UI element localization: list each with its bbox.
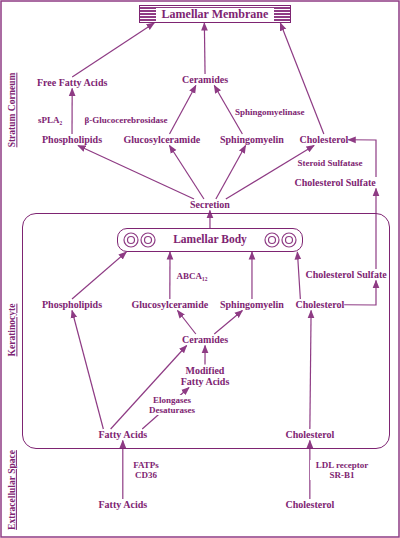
node-text: Lamellar Membrane: [156, 8, 275, 21]
lipid-node: Sphingomyelin: [220, 134, 284, 146]
flow-arrow: [72, 23, 154, 77]
node-text: Cholesterol Sulfate: [295, 177, 376, 189]
node-text: Lamellar Body: [173, 233, 247, 246]
node-text: Cholesterol: [296, 299, 345, 311]
region-label: Extracellular Space: [7, 450, 17, 530]
lipid-node: Cholesterol: [300, 134, 349, 146]
flow-arrow: [226, 146, 314, 200]
membrane-box: Lamellar Membrane: [139, 5, 291, 23]
vesicle-symbol: [282, 233, 296, 247]
lipid-node: Ceramides: [182, 334, 228, 346]
enzyme-label: Steroid Sulfatase: [297, 158, 364, 168]
node-text: Fatty Acids: [99, 429, 148, 441]
node-text: Free Fatty Acids: [37, 77, 107, 89]
flow-arrow: [169, 86, 195, 135]
node-text: Secretion: [190, 199, 230, 211]
enzyme-label: FATPs CD36: [127, 460, 165, 481]
cell-boundary: KeratinocyteLamellar BodyCholesterol Sul…: [22, 213, 390, 449]
node-text: Ceramides: [182, 74, 228, 86]
enzyme-label: LDL receptor SR-B1: [310, 460, 374, 481]
process-step: Secretion: [190, 199, 230, 211]
flow-arrow: [177, 311, 195, 335]
lipid-node: Phospholipids: [42, 134, 102, 146]
node-text: Modified Fatty Acids: [173, 365, 237, 388]
vesicle-symbol: [269, 237, 276, 244]
enzyme-label: Sphingomyelinase: [234, 107, 306, 117]
node-text: Cholesterol Sulfate: [306, 269, 387, 281]
region-label: Keratinocyte: [7, 304, 17, 357]
node-text: Glucosylceramide: [132, 299, 209, 311]
lipid-node: Cholesterol: [296, 299, 345, 311]
vesicle-symbol: [265, 233, 279, 247]
flow-arrow: [375, 189, 376, 270]
node-text: Sphingomyelin: [220, 299, 284, 311]
node-text: Phospholipids: [42, 134, 102, 146]
organelle-box: Lamellar Body: [117, 228, 303, 252]
flow-arrow: [122, 441, 123, 500]
vesicle-symbol: [128, 237, 135, 244]
node-text: Phospholipids: [42, 299, 102, 311]
flow-arrow: [297, 252, 300, 299]
lipid-node: Glucosylceramide: [124, 134, 201, 146]
flow-arrow: [280, 23, 323, 134]
flow-arrow: [214, 311, 242, 335]
enzyme-label: β-Glucocerebrosidase: [84, 115, 169, 125]
node-text: Cholesterol: [286, 499, 335, 511]
flow-arrow: [111, 346, 187, 430]
node-text: Sphingomyelin: [220, 134, 284, 146]
lipid-node: Cholesterol: [286, 429, 335, 441]
node-text: Cholesterol: [300, 134, 349, 146]
enzyme-label: sPLA₂: [37, 115, 63, 125]
flow-arrow: [169, 146, 203, 200]
enzyme-label: ABCA₁₂: [176, 271, 209, 281]
lipid-node: Fatty Acids: [99, 499, 148, 511]
lipid-node: Cholesterol Sulfate: [306, 269, 387, 281]
lipid-node: Cholesterol Sulfate: [295, 177, 376, 189]
flow-arrow: [169, 252, 170, 299]
node-text: Ceramides: [182, 334, 228, 346]
flow-arrow: [204, 346, 205, 365]
vesicle-symbol: [141, 233, 155, 247]
vesicle-symbol: [124, 233, 138, 247]
lipid-node: Cholesterol: [286, 499, 335, 511]
vesicle-symbol: [286, 237, 293, 244]
flow-arrow: [78, 146, 194, 200]
lipid-node: Glucosylceramide: [132, 299, 209, 311]
region-label: Stratum Corneum: [7, 73, 17, 148]
lipid-node: Ceramides: [182, 74, 228, 86]
lipid-node: Phospholipids: [42, 299, 102, 311]
flow-arrow: [216, 146, 246, 200]
flow-arrow: [204, 23, 206, 74]
flow-arrow: [310, 311, 311, 430]
flow-arrow: [72, 311, 103, 430]
lipid-node: Fatty Acids: [99, 429, 148, 441]
lipid-node: Sphingomyelin: [220, 299, 284, 311]
lipid-node: Free Fatty Acids: [37, 77, 107, 89]
flow-arrow: [251, 252, 252, 299]
node-text: Glucosylceramide: [124, 134, 201, 146]
node-text: Fatty Acids: [99, 499, 148, 511]
enzyme-label: Elongases Desaturases: [143, 395, 201, 416]
flow-arrow: [344, 281, 376, 306]
flow-arrow: [72, 252, 126, 299]
lipid-node: Modified Fatty Acids: [173, 365, 237, 388]
vesicle-symbol: [145, 237, 152, 244]
node-text: Cholesterol: [286, 429, 335, 441]
flow-arrow: [71, 89, 72, 135]
